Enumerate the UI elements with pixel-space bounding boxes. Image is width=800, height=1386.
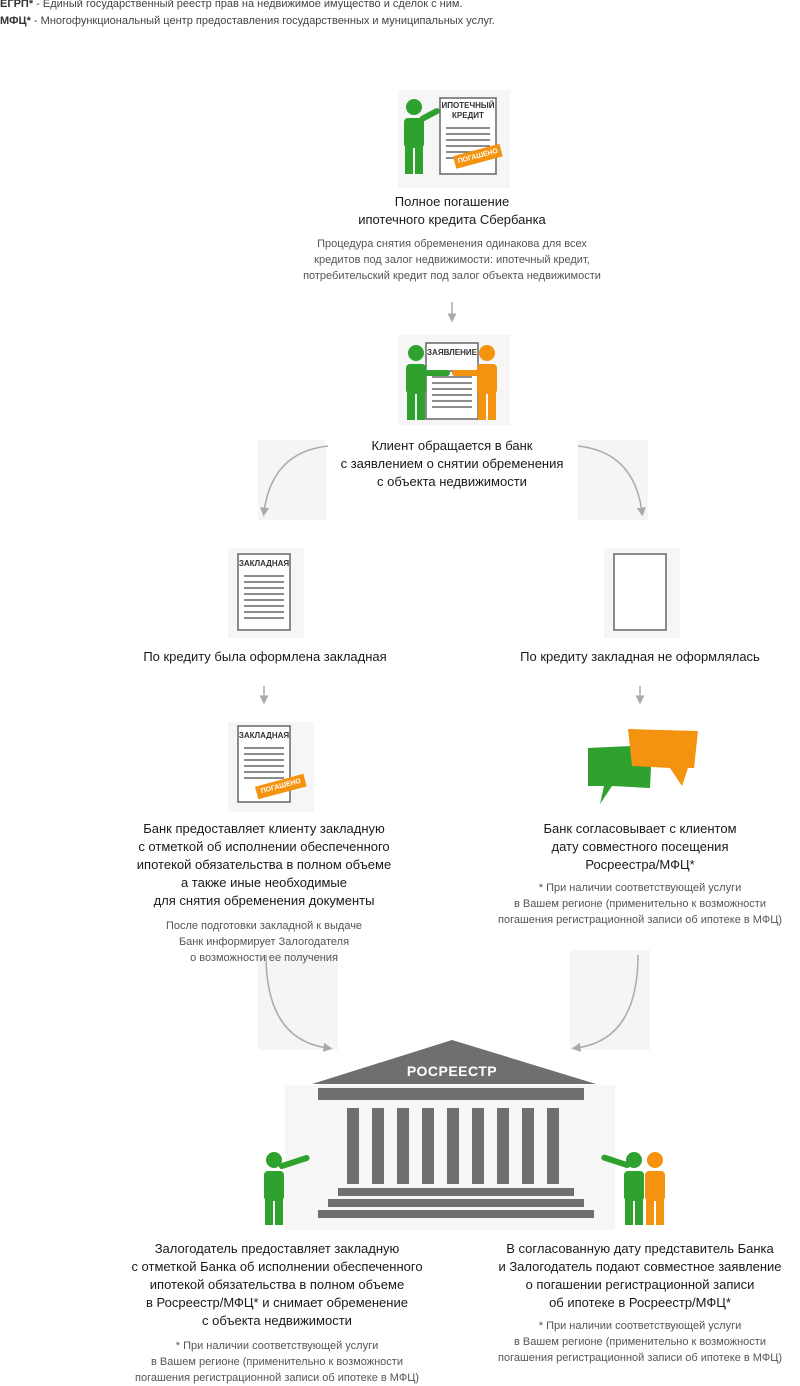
right-final-title: В согласованную дату представитель Банка… — [498, 1241, 782, 1310]
left-bank-note: После подготовки закладной к выдаче Банк… — [165, 920, 363, 964]
paid-stamp-icon — [452, 143, 503, 169]
branch-arrows — [258, 440, 648, 520]
application-illustration — [398, 335, 510, 425]
right-bank-title: Банк согласовывает с клиентом дату совме… — [543, 821, 737, 872]
left-branch-title: По кредиту была оформлена закладная — [143, 649, 387, 664]
paid-pledge-doc-label: ЗАКЛАДНАЯ — [238, 731, 290, 740]
repayment-title: Полное погашение ипотечного кредита Сбер… — [358, 194, 546, 227]
application-doc-label: ЗАЯВЛЕНИЕ — [427, 348, 477, 357]
left-final-title: Залогодатель предоставляет закладную с о… — [131, 1241, 423, 1328]
rosreestr-label: РОСРЕЕСТР — [406, 1063, 498, 1079]
green-person-icon — [406, 345, 450, 420]
blank-document-icon — [604, 548, 680, 638]
right-branch-title: По кредиту закладная не оформлялась — [520, 649, 760, 664]
mortgage-doc-label: ИПОТЕЧНЫЙ КРЕДИТ — [441, 101, 495, 120]
legend-mfc: МФЦ* - Многофункциональный центр предост… — [0, 15, 495, 27]
repayment-note: Процедура снятия обременения одинакова д… — [303, 238, 601, 282]
two-people-icon — [601, 1152, 665, 1225]
right-bank-note: * При наличии соответствующей услуги в В… — [498, 882, 782, 926]
left-bank-title: Банк предоставляет клиенту закладную с о… — [136, 821, 392, 908]
paid-pledge-document-icon — [228, 722, 314, 812]
legend-egrp: ЕГРП* - Единый государственный реестр пр… — [0, 0, 463, 10]
pledge-doc-label: ЗАКЛАДНАЯ — [238, 559, 290, 568]
orange-person-icon — [452, 345, 497, 420]
application-title: Клиент обращается в банк с заявлением о … — [340, 438, 564, 489]
green-person-icon — [404, 99, 440, 174]
pledge-document-icon — [228, 548, 304, 638]
chat-bubbles-icon — [588, 729, 698, 804]
rosreestr-building-icon — [285, 1040, 615, 1230]
green-person-icon — [264, 1152, 310, 1225]
rosreestr-arrows — [258, 950, 650, 1052]
repayment-illustration — [398, 90, 510, 188]
right-final-note: * При наличии соответствующей услуги в В… — [498, 1320, 782, 1364]
left-final-note: * При наличии соответствующей услуги в В… — [135, 1340, 419, 1384]
